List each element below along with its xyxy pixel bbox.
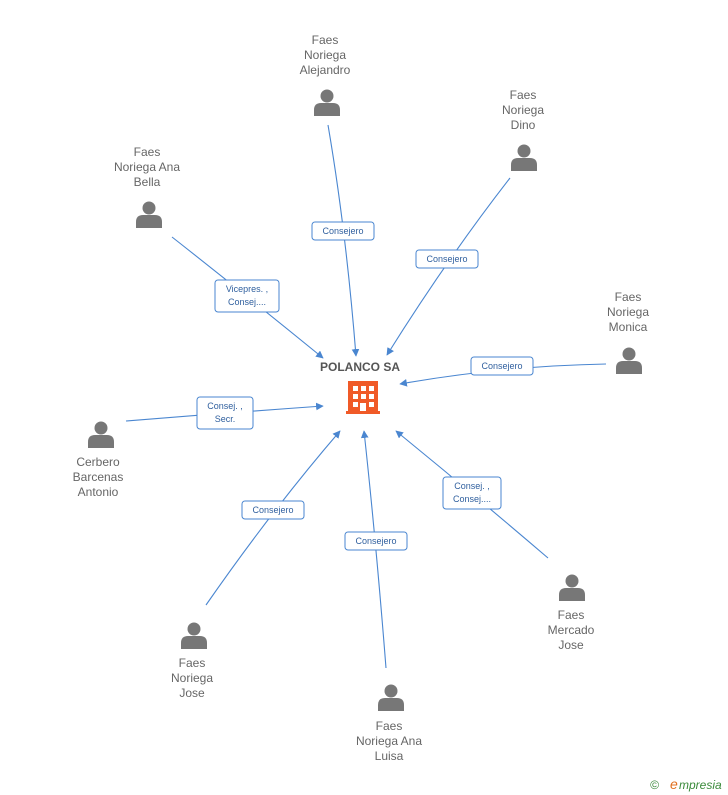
relation-label-box (470, 356, 534, 376)
person-name-line: Faes (615, 290, 642, 304)
person-icon (181, 622, 207, 649)
relation-label-ana-luisa[interactable]: Consejero (344, 531, 408, 551)
person-name-line: Cerbero (76, 455, 120, 469)
person-name-line: Faes (134, 145, 161, 159)
relation-label-box (415, 249, 479, 269)
person-name-line: Noriega Ana (114, 160, 180, 174)
copyright-symbol: © (650, 778, 659, 792)
relation-label-alejandro[interactable]: Consejero (311, 221, 375, 241)
relation-label-monica[interactable]: Consejero (470, 356, 534, 376)
relation-label-text: Secr. (215, 414, 236, 424)
relation-label-jose[interactable]: Consejero (241, 500, 305, 520)
center-company-name: POLANCO SA (320, 360, 400, 374)
relation-label-cerbero[interactable]: Consej. , Secr. (196, 396, 254, 430)
person-name-line: Faes (179, 656, 206, 670)
relation-label-text: Consejero (252, 505, 293, 515)
relation-label-text: Consej.... (453, 494, 491, 504)
relation-label-text: Consej.... (228, 297, 266, 307)
relation-label-text: Consej. , (454, 481, 490, 491)
relation-label-ana-bella[interactable]: Vicepres. , Consej.... (214, 279, 280, 313)
relation-label-box (311, 221, 375, 241)
person-name-line: Jose (558, 638, 584, 652)
center-company-node[interactable]: POLANCO SA (320, 360, 400, 414)
person-name-line: Barcenas (73, 470, 124, 484)
brand-name: mpresia (679, 778, 722, 792)
person-name-line: Faes (376, 719, 403, 733)
person-name-line: Mercado (548, 623, 595, 637)
watermark: © e mpresia (650, 776, 722, 792)
person-icon (616, 347, 642, 374)
relation-label-box (442, 476, 502, 510)
relation-label-text: Consejero (481, 361, 522, 371)
relation-label-text: Consejero (322, 226, 363, 236)
relation-label-mercado[interactable]: Consej. , Consej.... (442, 476, 502, 510)
relation-label-box (196, 396, 254, 430)
relation-label-box (241, 500, 305, 520)
person-name-line: Noriega Ana (356, 734, 422, 748)
person-name-line: Antonio (78, 485, 119, 499)
person-name-line: Alejandro (300, 63, 351, 77)
person-name-line: Faes (558, 608, 585, 622)
person-icon (511, 144, 537, 171)
person-name-line: Bella (134, 175, 161, 189)
relation-label-text: Vicepres. , (226, 284, 268, 294)
person-name-line: Faes (312, 33, 339, 47)
relation-label-box (214, 279, 280, 313)
person-icon (88, 421, 114, 448)
relation-label-box (344, 531, 408, 551)
person-name-line: Luisa (375, 749, 404, 763)
person-name-line: Noriega (304, 48, 346, 62)
person-name-line: Jose (179, 686, 205, 700)
person-name-line: Noriega (607, 305, 649, 319)
person-icon (136, 201, 162, 228)
person-name-line: Faes (510, 88, 537, 102)
relation-label-text: Consejero (426, 254, 467, 264)
person-icon (559, 574, 585, 601)
person-icon (378, 684, 404, 711)
relation-label-text: Consejero (355, 536, 396, 546)
relation-label-text: Consej. , (207, 401, 243, 411)
building-icon (346, 381, 380, 414)
person-name-line: Noriega (502, 103, 544, 117)
person-name-line: Monica (609, 320, 648, 334)
person-name-line: Dino (511, 118, 536, 132)
person-name-line: Noriega (171, 671, 213, 685)
person-icon (314, 89, 340, 116)
relation-label-dino[interactable]: Consejero (415, 249, 479, 269)
brand-initial: e (670, 776, 678, 792)
